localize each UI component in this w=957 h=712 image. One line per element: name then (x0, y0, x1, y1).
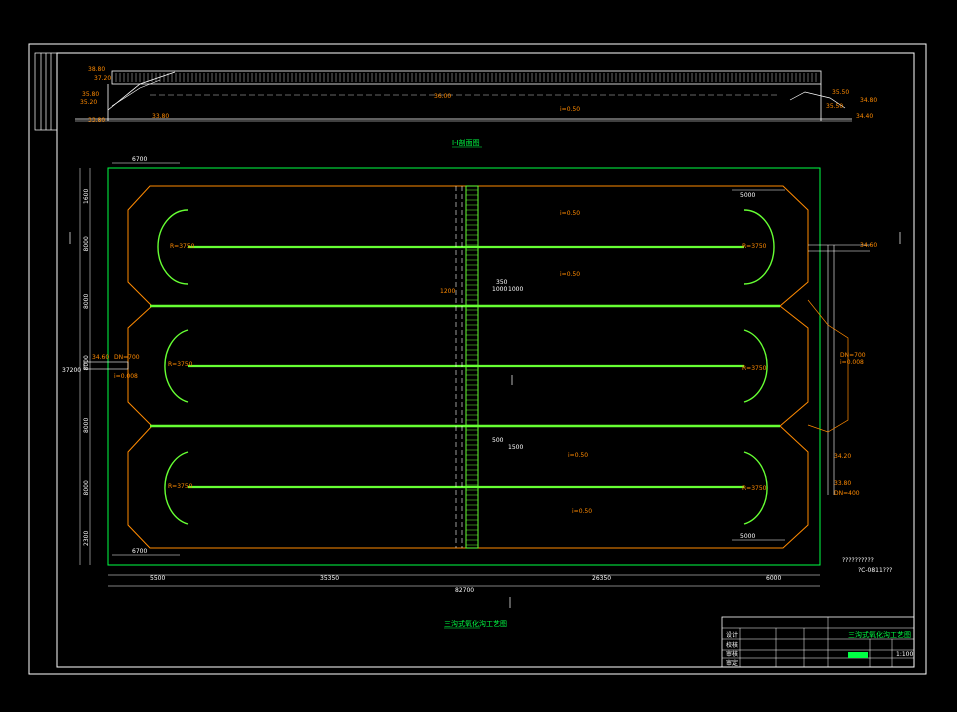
binding-strip (34, 52, 58, 131)
section-level: 35.50 (826, 103, 843, 110)
outlet-route (807, 299, 849, 433)
scale-note: ?????????? (842, 557, 874, 564)
left-height-dim: 1600 (83, 189, 90, 204)
section-level: 36.00 (434, 93, 451, 100)
outlet-label: i=0.008 (840, 359, 864, 366)
inlet-label: i=0.008 (114, 373, 138, 380)
section-level: 34.80 (860, 97, 877, 104)
drawing-name: 三沟式氧化沟工艺图 (848, 630, 911, 639)
outlet-pipe (808, 244, 870, 495)
bridge-dim: 1500 (508, 444, 523, 451)
section-markers (69, 232, 901, 608)
total-width-dim: 82700 (455, 587, 474, 594)
seg-width-dim: 5500 (150, 575, 165, 582)
section-level: 35.80 (82, 91, 99, 98)
seg-width-dim: 35350 (320, 575, 339, 582)
section-note: i=0.50 (560, 106, 580, 113)
curve-label: R=3750 (168, 361, 193, 368)
plan-view: 82700 5500 35350 26350 6000 37200 6700 6… (62, 156, 901, 629)
section-level: 33.80 (88, 117, 105, 124)
slope-label: i=0.50 (572, 508, 592, 515)
dimension-lines (79, 162, 820, 587)
turn-curves (157, 209, 775, 525)
bridge-dim: 1000 (508, 286, 523, 293)
titleblock-row: 设计 (726, 631, 738, 639)
code-note: ?C-0811??? (858, 567, 892, 574)
bottom-left-dim: 6700 (132, 548, 147, 555)
curve-label: R=3750 (742, 243, 767, 250)
slope-label: i=0.50 (560, 271, 580, 278)
section-view: 38.80 37.20 35.80 35.20 33.80 36.00 33.8… (75, 66, 877, 148)
outlet-label: 33.80 (834, 480, 851, 487)
left-height-dim: 8000 (83, 355, 90, 370)
outlet-label: DN=400 (834, 490, 860, 497)
bottom-right-dim: 5000 (740, 533, 755, 540)
section-level: 35.50 (832, 89, 849, 96)
outlet-label: 34.60 (860, 242, 877, 249)
bridge-dim: 500 (492, 437, 504, 444)
bridge-dim: 1200 (440, 288, 455, 295)
section-level: 34.40 (856, 113, 873, 120)
left-height-dim: 8000 (83, 294, 90, 309)
slope-label: i=0.50 (560, 210, 580, 217)
walkway-bridge (455, 185, 479, 549)
titleblock-row: 审定 (726, 659, 738, 667)
inner-frame (56, 52, 915, 668)
outlet-label: DN=700 (840, 352, 866, 359)
seg-width-dim: 26350 (592, 575, 611, 582)
outer-frame (28, 43, 927, 675)
slope-label: i=0.50 (568, 452, 588, 459)
outlet-label: 34.20 (834, 453, 851, 460)
section-level: 38.80 (88, 66, 105, 73)
seg-width-dim: 6000 (766, 575, 781, 582)
inlet-label: 34.60 (92, 354, 109, 361)
inlet-label: DN=700 (114, 354, 140, 361)
plan-inner-wall (127, 185, 809, 549)
plan-title: 三沟式氧化沟工艺图 (444, 619, 507, 628)
left-height-dim: 8000 (83, 480, 90, 495)
curve-label: R=3750 (742, 365, 767, 372)
left-height-dim: 8000 (83, 418, 90, 433)
left-height-dim: 2300 (83, 531, 90, 546)
section-level: 37.20 (94, 75, 111, 82)
curve-label: R=3750 (170, 243, 195, 250)
top-left-dim: 6700 (132, 156, 147, 163)
section-level: 35.20 (80, 99, 97, 106)
curve-label: R=3750 (742, 485, 767, 492)
titleblock-scale: 1:100 (896, 651, 913, 658)
plan-outer-wall (107, 167, 821, 566)
bridge-dim: 1000 (492, 286, 507, 293)
titleblock-row: 审核 (726, 650, 738, 658)
titleblock-row: 校核 (726, 641, 738, 649)
title-highlight (848, 652, 868, 658)
inlet-pipe (83, 361, 129, 370)
section-level: 33.80 (152, 113, 169, 120)
title-block: 三沟式氧化沟工艺图 设计 校核 审核 审定 1:100 (721, 616, 915, 668)
curve-label: R=3750 (168, 483, 193, 490)
channel-walls (150, 304, 780, 428)
bridge-dim: 350 (496, 279, 508, 286)
left-height-dim: 8000 (83, 236, 90, 251)
total-height-dim: 37200 (62, 367, 81, 374)
section-title: I-I剖面图 (452, 138, 480, 147)
top-right-dim: 5000 (740, 192, 755, 199)
